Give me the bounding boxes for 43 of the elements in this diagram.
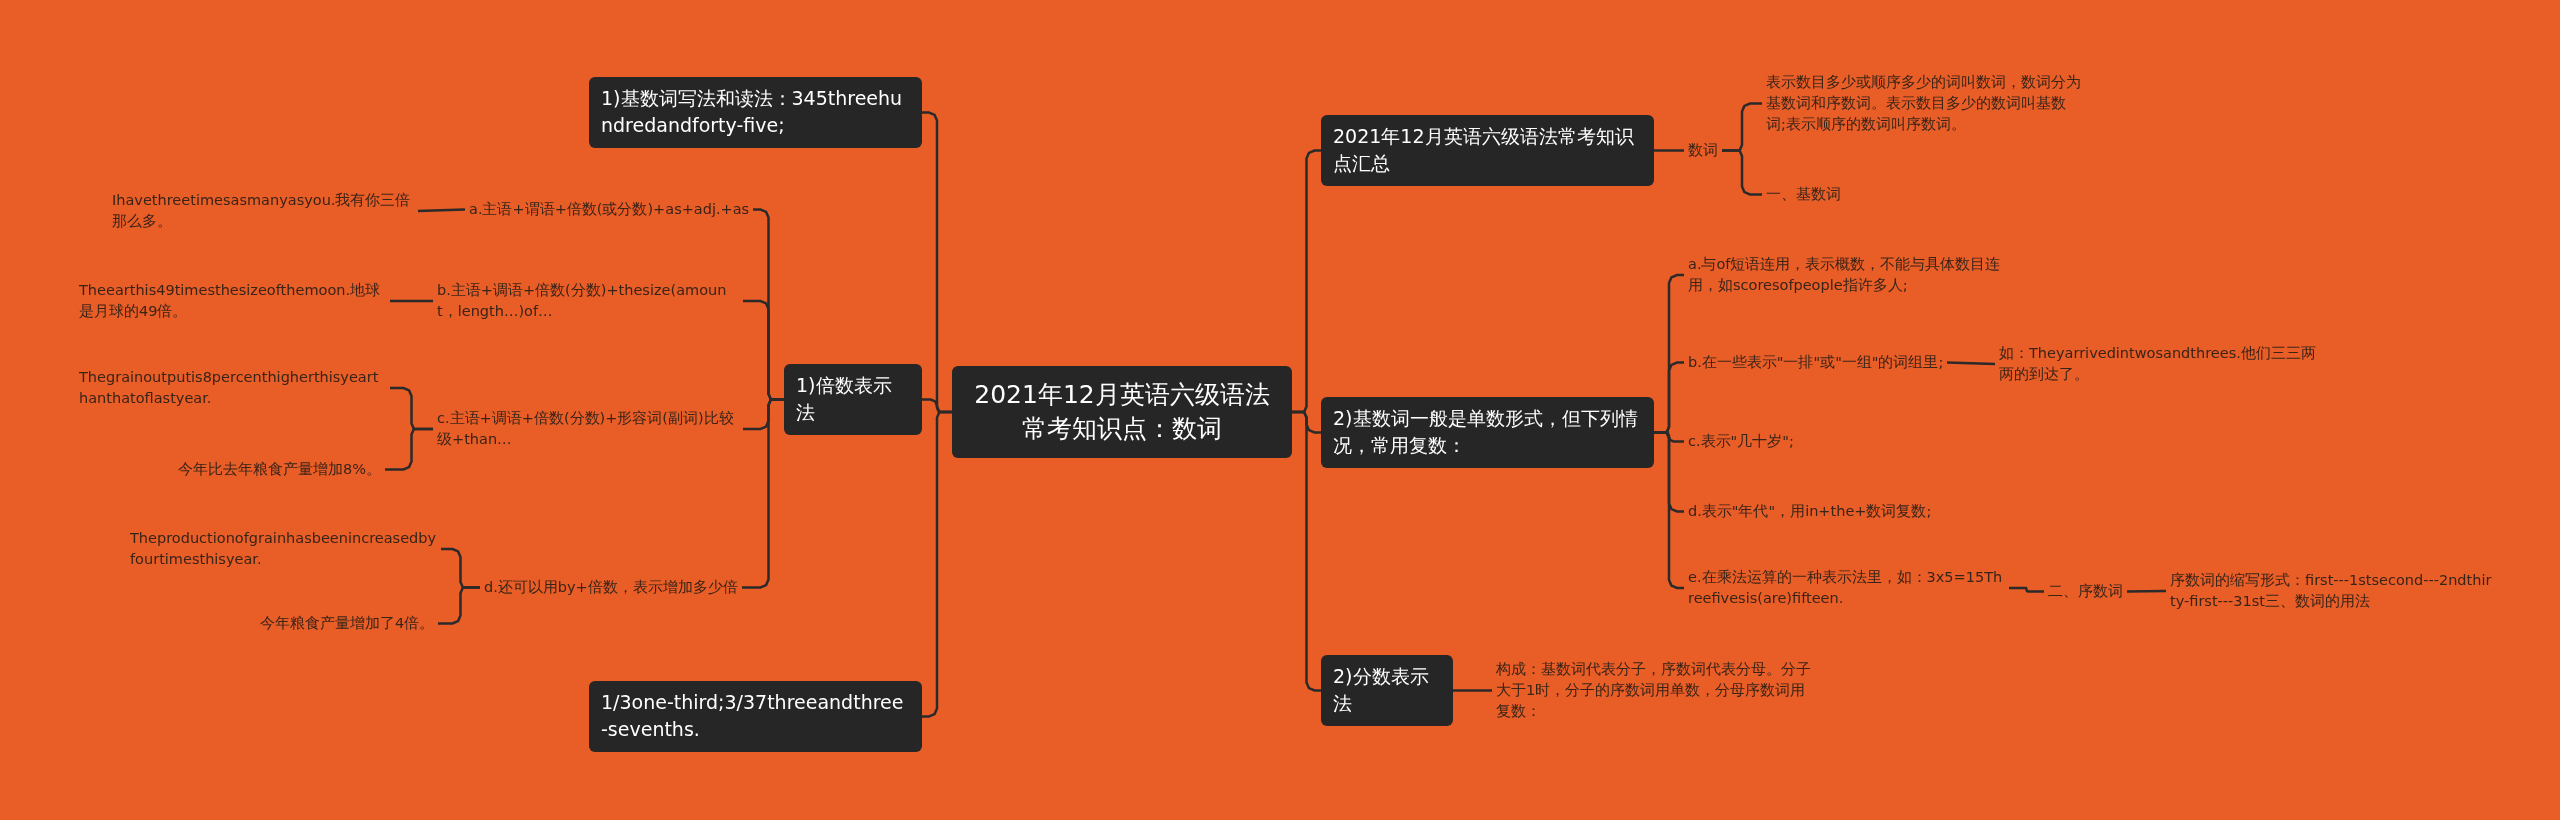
connector-line — [417, 208, 466, 213]
topic-text: 构成：基数词代表分子，序数词代表分母。分子大于1时，分子的序数词用单数，分母序数词用复数： — [1492, 658, 1817, 722]
connector-line — [1453, 689, 1492, 692]
connector-line — [742, 398, 784, 589]
topic-text: Ihavethreetimesasmanyasyou.我有你三倍那么多。 — [108, 190, 418, 233]
topic-text: 如：Theyarrivedintwosandthrees.他们三三两两的到达了。 — [1995, 343, 2320, 386]
topic-text: b.在一些表示"一排"或"一组"的词组里; — [1684, 351, 1948, 373]
topic-text: 表示数目多少或顺序多少的词叫数词，数词分为基数词和序数词。表示数目多少的数词叫基数词;表示顺序的数词叫序数词。 — [1762, 71, 2087, 135]
topic-text: 一、基数词 — [1762, 183, 1845, 205]
topic-text: 今年比去年粮食产量增加8%。 — [174, 458, 385, 480]
topic-box: 2021年12月英语六级语法常考知识点汇总 — [1321, 114, 1654, 186]
topic-text: c.表示"几十岁"; — [1684, 430, 1798, 452]
topic-text: Theproductionofgrainhasbeenincreasedbyfourtimesthisyear. — [126, 528, 441, 571]
topic-text: b.主语+调语+倍数(分数)+thesize(amount，length…)of… — [433, 280, 743, 323]
topic-text: 序数词的缩写形式：first---1stsecond---2ndthirty-first---31st三、数词的用法 — [2166, 570, 2496, 613]
connector-line — [390, 299, 433, 303]
connector-line — [1654, 431, 1684, 590]
connector-line — [1722, 149, 1762, 196]
topic-text: a.主语+谓语+倍数(或分数)+as+adj.+as — [465, 198, 754, 220]
topic-text: d.表示"年代"，用in+the+数词复数; — [1684, 500, 1936, 522]
connector-line — [1946, 361, 1996, 366]
topic-text: 今年粮食产量增加了4倍。 — [256, 612, 439, 634]
topic-box: 2)分数表示法 — [1321, 654, 1453, 726]
topic-text: Thegrainoutputis8percenthigherthisyearthanthatoflastyear. — [75, 367, 390, 410]
topic-box: 1)基数词写法和读法：345threehundredandforty-five; — [589, 76, 922, 148]
connector-line — [2127, 589, 2166, 593]
topic-text: a.与of短语连用，表示概数，不能与具体数目连用，如scoresofpeople指许多人; — [1684, 254, 2009, 297]
connector-line — [385, 427, 433, 471]
central-topic-box: 2021年12月英语六级语法常考知识点：数词 — [952, 366, 1292, 458]
connector-line — [922, 410, 952, 718]
connector-line — [1292, 410, 1321, 692]
topic-text: d.还可以用by+倍数，表示增加多少倍 — [480, 576, 742, 598]
topic-text: Theearthis49timesthesizeofthemoon.地球是月球的49倍。 — [75, 280, 390, 323]
topic-text: 数词 — [1684, 139, 1722, 161]
connector-line — [2009, 586, 2044, 593]
connector-line — [438, 586, 480, 625]
topic-text: c.主语+调语+倍数(分数)+形容词(副词)比较级+than… — [433, 408, 743, 451]
topic-text: e.在乘法运算的一种表示法里，如：3x5=15Threefivesis(are)fifteen. — [1684, 567, 2009, 610]
topic-text: 二、序数词 — [2044, 580, 2127, 602]
topic-box: 2)基数词一般是单数形式，但下列情况，常用复数： — [1321, 396, 1654, 468]
topic-box: 1/3one-third;3/37threeandthree-sevenths. — [589, 680, 922, 752]
topic-box: 1)倍数表示法 — [784, 363, 922, 435]
connector-line — [1654, 149, 1684, 152]
